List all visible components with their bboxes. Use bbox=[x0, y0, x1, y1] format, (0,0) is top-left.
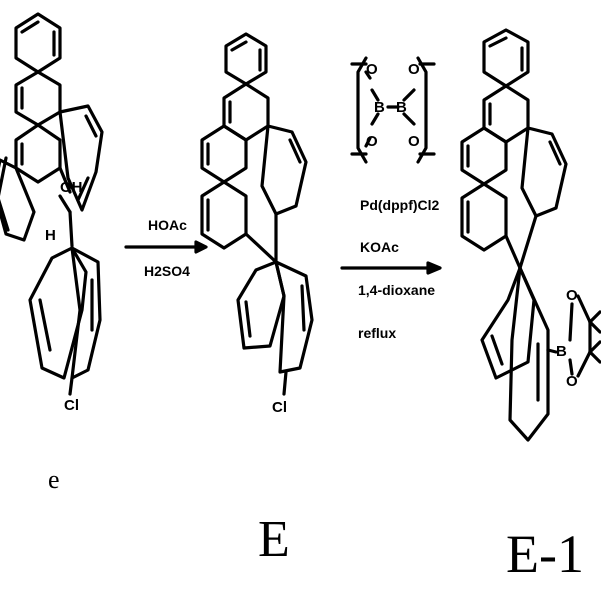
E1-o-top-label: O bbox=[566, 287, 578, 304]
b2pin2-b-left: B bbox=[374, 99, 385, 116]
arrow-1-reagent-bottom: H2SO4 bbox=[144, 263, 190, 279]
E1-bond-b-o-top bbox=[570, 304, 572, 340]
E1-bond-c-b bbox=[548, 350, 556, 352]
reaction-arrow-1 bbox=[126, 242, 206, 252]
condition-base: KOAc bbox=[360, 239, 399, 255]
compound-E1-structure: O B O bbox=[462, 30, 600, 440]
compound-e-structure: OH H Cl bbox=[0, 14, 102, 414]
boron-reagent-structure: O O B B O O bbox=[352, 58, 434, 162]
e-cl-label: Cl bbox=[64, 397, 79, 414]
compound-E1-label: E-1 bbox=[506, 524, 584, 584]
E-cl-label: Cl bbox=[272, 399, 287, 416]
compound-e-label: e bbox=[48, 465, 60, 494]
E-right-ring bbox=[262, 126, 306, 214]
compound-E-structure: Cl bbox=[202, 34, 312, 416]
E-bottom-right-ring bbox=[276, 262, 312, 372]
reaction-arrow-2 bbox=[342, 263, 440, 273]
E1-spiro-bond-2 bbox=[520, 216, 536, 268]
e-bond-cl bbox=[70, 378, 72, 394]
b2pin2-o-bottom-right: O bbox=[408, 133, 420, 150]
E1-o-bottom-label: O bbox=[566, 373, 578, 390]
arrow-1-reagent-top: HOAc bbox=[148, 217, 187, 233]
condition-solvent: 1,4-dioxane bbox=[358, 282, 435, 298]
b2pin2-o-bottom-left: O bbox=[366, 133, 378, 150]
e-oh-label: OH bbox=[60, 179, 83, 196]
E-spiro-bond-1 bbox=[246, 234, 276, 262]
E1-pinacol-ring bbox=[578, 296, 590, 376]
E1-b-label: B bbox=[556, 343, 567, 360]
e-bond-to-lower bbox=[70, 212, 72, 246]
arrow-2-head bbox=[428, 263, 440, 273]
compound-E-label: E bbox=[258, 511, 290, 568]
E-bond-cl bbox=[284, 372, 286, 394]
E1-bond-b-o-bottom bbox=[570, 360, 572, 374]
arrow-1-head bbox=[196, 242, 206, 252]
e-h-label: H bbox=[45, 227, 56, 244]
e-bottom-right-ring bbox=[72, 248, 100, 378]
b2pin2-b-right: B bbox=[396, 99, 407, 116]
E1-spiro-bond-1 bbox=[506, 236, 520, 268]
condition-temperature: reflux bbox=[358, 325, 396, 341]
e-bottom-left-ring bbox=[30, 248, 86, 378]
e-bond-h bbox=[60, 196, 70, 212]
e-left-ring bbox=[0, 160, 34, 240]
E1-right-ring bbox=[522, 128, 566, 216]
b2pin2-o-top-left: O bbox=[366, 61, 378, 78]
b2pin2-o-top-right: O bbox=[408, 61, 420, 78]
condition-catalyst: Pd(dppf)Cl2 bbox=[360, 197, 440, 213]
